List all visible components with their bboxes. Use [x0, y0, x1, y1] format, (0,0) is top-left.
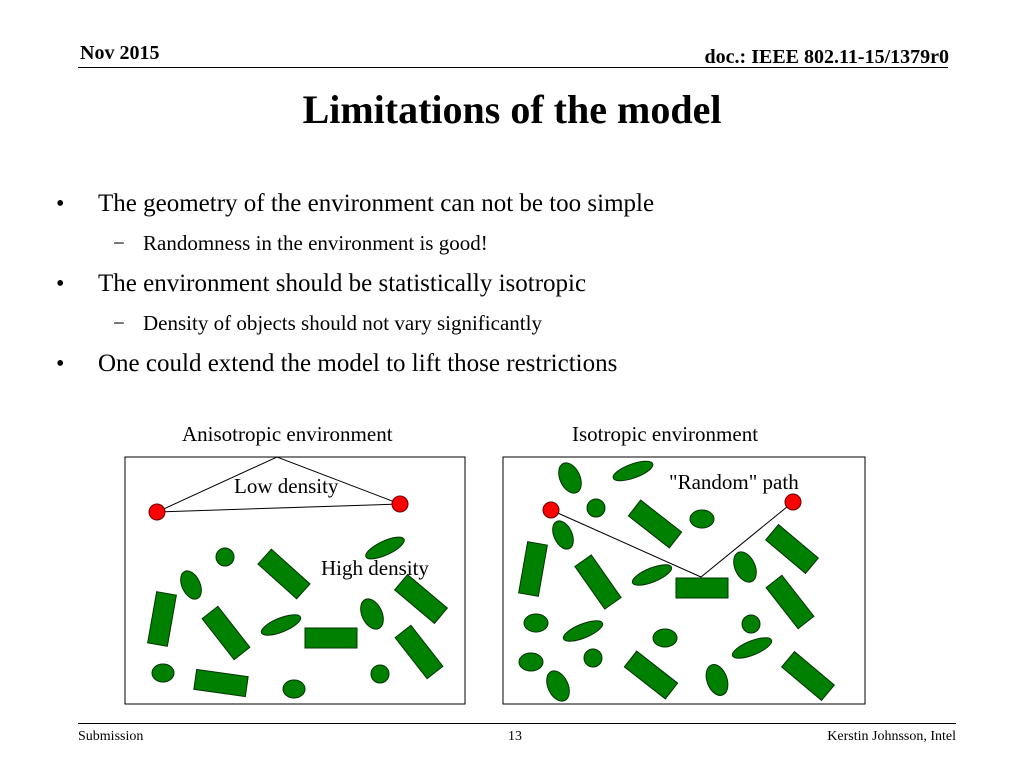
obstacle: [365, 536, 405, 560]
obstacle: [780, 650, 836, 702]
sub-bullet-item: − Density of objects should not vary sig…: [56, 306, 956, 346]
obstacle: [586, 498, 606, 518]
endpoint-marker: [148, 503, 166, 521]
bullet-item: • One could extend the model to lift tho…: [56, 346, 956, 386]
obstacle: [583, 648, 603, 668]
obstacle: [733, 551, 757, 583]
obstacle: [612, 460, 654, 482]
obstacle: [623, 650, 679, 700]
obstacle: [518, 541, 548, 597]
obstacle: [360, 598, 384, 630]
obstacle: [304, 627, 358, 649]
obstacle: [394, 624, 444, 680]
header-doc-id: doc.: IEEE 802.11-15/1379r0: [704, 46, 949, 68]
obstacle: [201, 605, 251, 661]
obstacle: [147, 591, 177, 647]
bullet-dot: •: [56, 271, 65, 297]
direct-path: [156, 503, 401, 513]
random-path: [550, 501, 794, 578]
bullet-dot: •: [56, 191, 65, 217]
bullet-item: • The environment should be statisticall…: [56, 266, 956, 306]
low-density-label: Low density: [234, 474, 339, 498]
obstacle: [574, 554, 622, 610]
header-date: Nov 2015: [80, 42, 160, 64]
obstacle: [393, 573, 449, 625]
obstacle: [518, 652, 544, 672]
sub-bullet-dash: −: [113, 231, 125, 255]
obstacle: [652, 628, 678, 648]
bullet-text: One could extend the model to lift those…: [98, 350, 618, 377]
sub-bullet-item: − Randomness in the environment is good!: [56, 226, 956, 266]
footer-page-number: 13: [508, 729, 522, 744]
obstacle: [257, 548, 311, 600]
bullet-list: • The geometry of the environment can no…: [56, 186, 956, 386]
low-density-path: [156, 456, 401, 513]
obstacle: [546, 670, 570, 702]
obstacle: [151, 663, 175, 683]
obstacle: [741, 614, 761, 634]
bullet-dot: •: [56, 351, 65, 377]
high-density-label: High density: [321, 556, 429, 580]
footer-submission: Submission: [78, 729, 144, 744]
anisotropic-caption: Anisotropic environment: [182, 422, 393, 446]
bullet-item: • The geometry of the environment can no…: [56, 186, 956, 226]
obstacles: [147, 536, 449, 699]
obstacle: [765, 574, 815, 630]
obstacle: [764, 523, 820, 575]
obstacle: [193, 668, 249, 698]
obstacle: [731, 637, 773, 659]
obstacle: [260, 614, 302, 636]
isotropic-panel: [502, 456, 866, 705]
bullet-text: The environment should be statistically …: [98, 270, 587, 297]
obstacle: [370, 664, 390, 684]
anisotropic-panel: [124, 456, 466, 705]
isotropic-caption: Isotropic environment: [572, 422, 759, 446]
obstacle: [562, 620, 604, 642]
endpoint-marker: [784, 493, 802, 511]
obstacle: [627, 499, 683, 549]
endpoint-marker: [391, 495, 409, 513]
obstacle: [215, 547, 235, 567]
obstacle: [552, 520, 574, 550]
sub-bullet-dash: −: [113, 311, 125, 335]
sub-bullet-text: Density of objects should not vary signi…: [143, 311, 542, 335]
obstacle: [180, 570, 202, 600]
obstacle: [705, 664, 729, 696]
random-path-label: "Random" path: [669, 470, 799, 494]
endpoint-marker: [542, 501, 560, 519]
obstacle: [282, 679, 306, 699]
obstacles: [518, 460, 836, 702]
footer-author: Kerstin Johnsson, Intel: [827, 729, 956, 744]
obstacle: [675, 577, 729, 599]
slide-title: Limitations of the model: [302, 87, 722, 132]
sub-bullet-text: Randomness in the environment is good!: [143, 231, 488, 255]
header-rule: [78, 67, 948, 68]
obstacle: [631, 564, 673, 586]
footer-rule: [78, 723, 956, 724]
obstacle: [523, 613, 549, 633]
obstacle: [558, 462, 582, 494]
obstacle: [689, 509, 715, 529]
bullet-text: The geometry of the environment can not …: [98, 190, 655, 217]
